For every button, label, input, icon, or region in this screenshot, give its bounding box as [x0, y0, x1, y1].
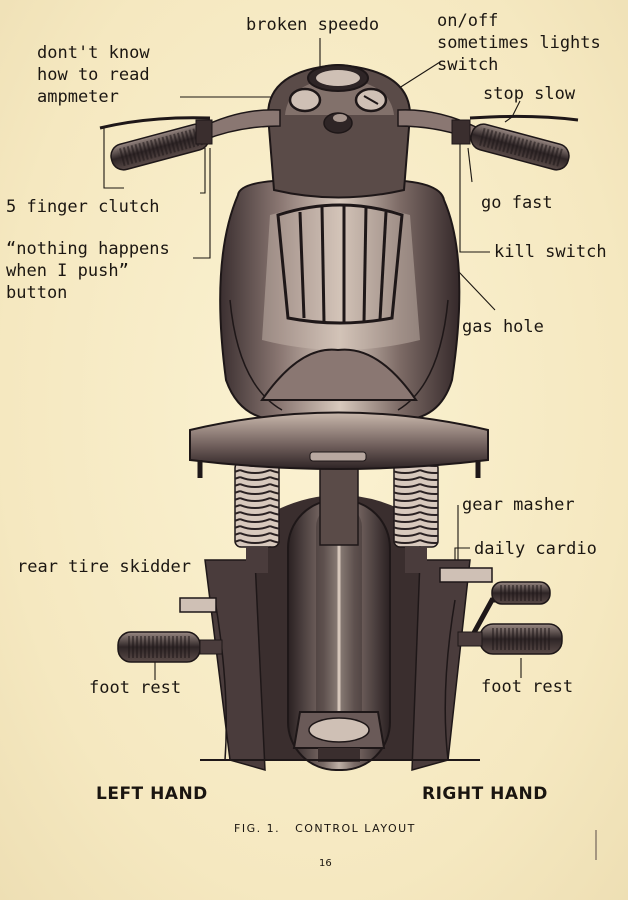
page-number: 16 — [319, 858, 332, 869]
figure-caption: FIG. 1. CONTROL LAYOUT — [234, 822, 416, 835]
label-stop-slow: stop slow — [483, 84, 576, 104]
label-go-fast: go fast — [481, 193, 553, 213]
label-nothing-happens-button: “nothing happens when I push” button — [6, 239, 170, 303]
label-ampmeter: dont't know how to read ampmeter — [37, 43, 150, 107]
rear-shocks — [234, 461, 439, 573]
ammeter — [288, 87, 322, 113]
rear-brake-pedal — [179, 597, 217, 613]
label-gear-masher: gear masher — [462, 495, 575, 515]
left-footrest — [117, 631, 223, 663]
filler-cap — [323, 112, 353, 134]
gear-lever — [439, 567, 493, 583]
label-foot-rest-right: foot rest — [481, 677, 574, 697]
right-footrest — [457, 623, 563, 655]
kick-starter — [467, 581, 551, 642]
label-broken-speedo: broken speedo — [246, 15, 380, 35]
label-on-off-switch: on/off sometimes lights switch — [437, 11, 601, 75]
caption-left-hand: LEFT HAND — [96, 784, 208, 804]
label-foot-rest-left: foot rest — [89, 678, 182, 698]
label-daily-cardio: daily cardio — [474, 539, 597, 559]
label-clutch: 5 finger clutch — [6, 197, 160, 217]
tail-light — [292, 711, 386, 762]
caption-right-hand: RIGHT HAND — [422, 784, 548, 804]
tank-rack — [276, 203, 404, 325]
label-gas-hole: gas hole — [462, 317, 544, 337]
speedometer — [307, 64, 369, 92]
right-grip — [470, 123, 570, 171]
label-rear-tire-skidder: rear tire skidder — [17, 557, 191, 577]
light-switch — [354, 87, 388, 113]
label-kill-switch: kill switch — [494, 242, 607, 262]
rear-wheel — [248, 495, 432, 771]
seat — [189, 348, 489, 478]
